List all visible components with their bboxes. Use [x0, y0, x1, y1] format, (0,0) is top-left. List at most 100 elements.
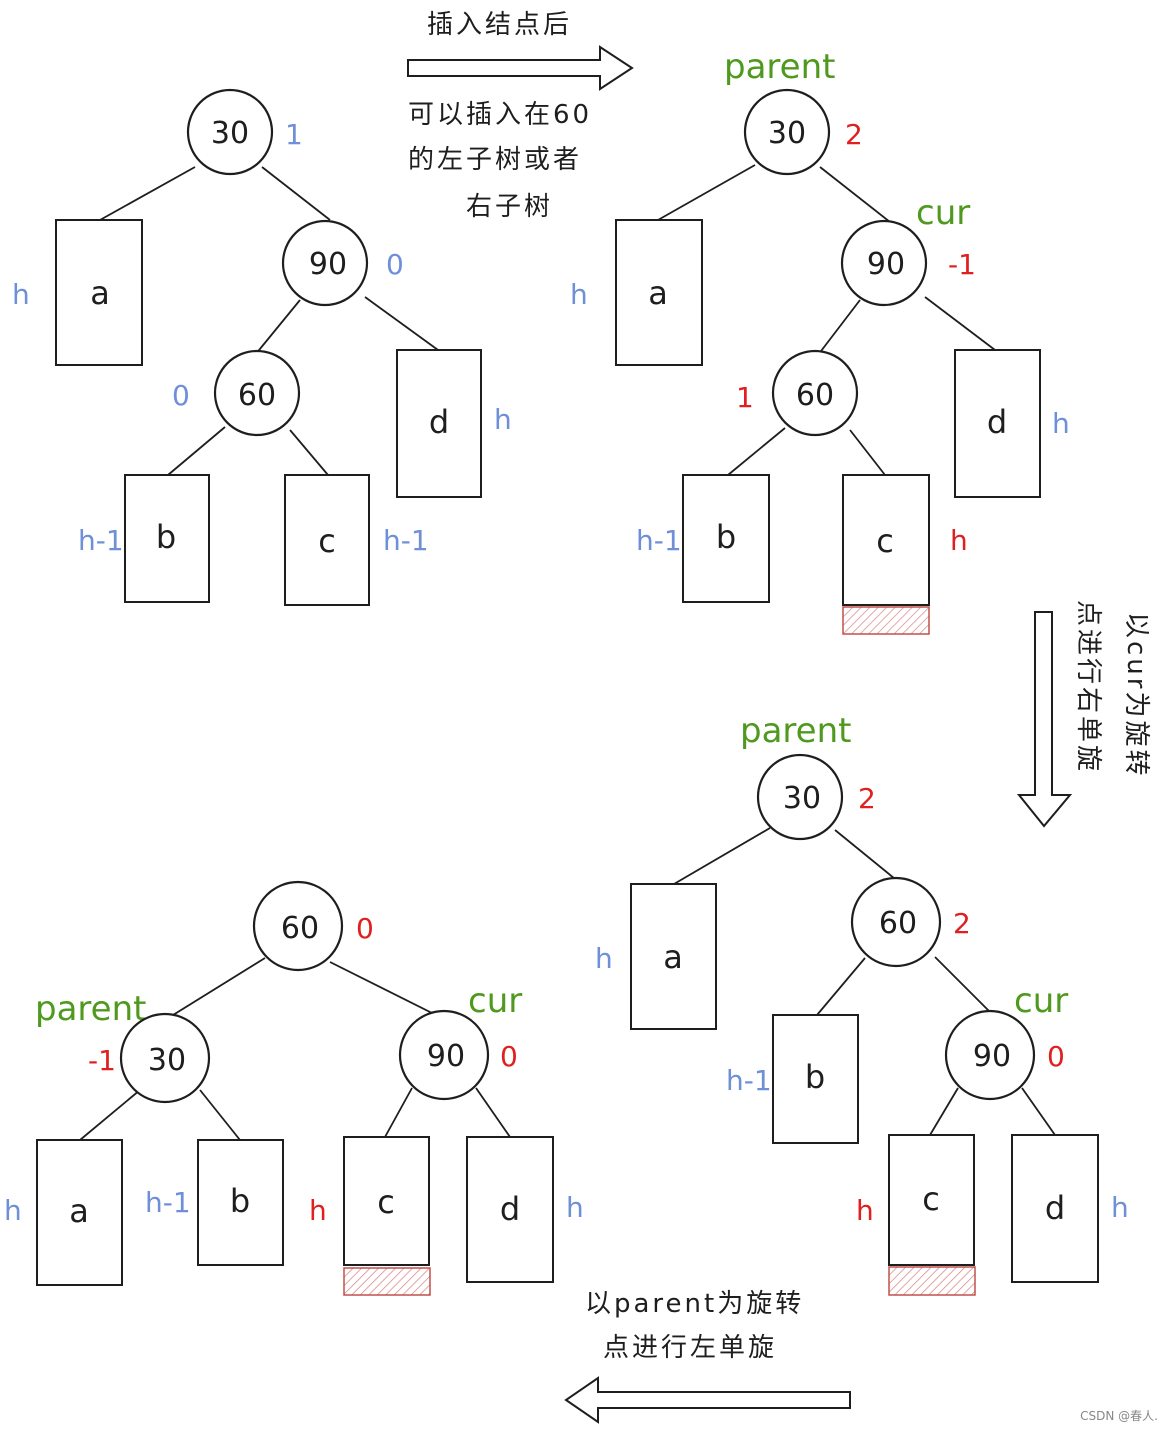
balance-factor: 2 — [845, 118, 863, 151]
height-label: h — [494, 403, 512, 436]
top-arrow-desc: 可以插入在60 — [408, 100, 592, 130]
subtree-label: c — [922, 1180, 940, 1218]
inserted-node-highlight — [842, 606, 930, 635]
balance-factor: 0 — [500, 1040, 518, 1073]
right-arrow-icon — [407, 45, 634, 91]
balance-factor: 1 — [736, 381, 754, 414]
height-label: h-1 — [383, 524, 429, 557]
height-label: h — [309, 1194, 327, 1227]
node-value: 60 — [238, 378, 276, 413]
top-arrow-desc: 的左子树或者 — [408, 145, 582, 175]
height-label: h — [4, 1194, 22, 1227]
height-label: h — [856, 1194, 874, 1227]
subtree-box — [954, 349, 1041, 498]
cur-role-label: cur — [916, 193, 970, 233]
subtree-label: b — [716, 518, 736, 556]
tree-node — [944, 1009, 1036, 1101]
balance-factor: -1 — [88, 1044, 116, 1077]
panel-2-after-insert: parent cur 30 90 60 2 -1 1 a d b c h h h… — [570, 47, 1070, 635]
tree-node — [840, 219, 928, 307]
top-arrow-title: 插入结点后 — [427, 10, 572, 40]
node-value: 30 — [148, 1043, 186, 1078]
subtree-box — [197, 1139, 284, 1266]
node-value: 30 — [211, 116, 249, 151]
cur-role-label: cur — [468, 981, 522, 1021]
subtree-box — [343, 1136, 430, 1266]
balance-factor: 0 — [1047, 1040, 1065, 1073]
bottom-arrow-note: 以parent为旋转 — [585, 1289, 804, 1319]
right-transition: 以cur为旋转 点进行右单旋 — [1016, 600, 1151, 828]
subtree-label: b — [230, 1182, 250, 1220]
balance-factor: 0 — [356, 912, 374, 945]
subtree-label: b — [156, 518, 176, 556]
panel-3-after-right-rotation: parent cur 30 60 90 2 2 0 a b c d h h-1 … — [595, 711, 1129, 1296]
tree-node — [756, 753, 844, 841]
subtree-label: a — [90, 274, 110, 312]
subtree-box — [772, 1014, 859, 1144]
balance-factor: 0 — [386, 248, 404, 281]
height-label: h — [1052, 407, 1070, 440]
node-value: 60 — [796, 378, 834, 413]
cur-role-label: cur — [1014, 981, 1068, 1021]
height-label: h — [570, 278, 588, 311]
height-label: h — [950, 524, 968, 557]
inserted-node-highlight — [343, 1267, 431, 1296]
down-arrow-icon — [1016, 611, 1073, 828]
parent-role-label: parent — [740, 711, 851, 751]
subtree-box — [36, 1139, 123, 1286]
subtree-box — [396, 349, 482, 498]
height-label: h-1 — [726, 1064, 772, 1097]
height-label: h — [595, 942, 613, 975]
subtree-box — [1011, 1134, 1099, 1283]
tree-node — [398, 1009, 490, 1101]
subtree-box — [284, 474, 370, 606]
height-label: h — [566, 1191, 584, 1224]
subtree-label: b — [805, 1058, 825, 1096]
inserted-node-highlight — [888, 1266, 976, 1296]
parent-role-label: parent — [35, 989, 146, 1029]
balance-factor: -1 — [948, 248, 976, 281]
bottom-transition: 以parent为旋转 点进行左单旋 — [564, 1289, 851, 1424]
subtree-label: c — [876, 522, 894, 560]
subtree-label: d — [429, 403, 449, 441]
subtree-box — [615, 219, 703, 366]
node-value: 60 — [879, 906, 917, 941]
node-value: 60 — [281, 911, 319, 946]
watermark: CSDN @春人. — [1080, 1409, 1158, 1423]
right-arrow-note: 点进行右单旋 — [1073, 600, 1103, 774]
tree-node — [119, 1012, 211, 1104]
subtree-box — [842, 474, 930, 606]
node-value: 90 — [309, 247, 347, 282]
left-arrow-icon — [564, 1376, 851, 1424]
tree-node — [213, 349, 301, 437]
node-value: 30 — [783, 781, 821, 816]
subtree-label: c — [318, 522, 336, 560]
balance-factor: 2 — [858, 782, 876, 815]
subtree-label: c — [377, 1183, 395, 1221]
tree-node — [743, 88, 831, 176]
subtree-box — [55, 219, 143, 366]
node-value: 90 — [973, 1039, 1011, 1074]
node-value: 30 — [768, 116, 806, 151]
node-value: 90 — [867, 247, 905, 282]
height-label: h-1 — [145, 1186, 191, 1219]
height-label: h — [12, 278, 30, 311]
subtree-box — [466, 1136, 554, 1283]
balance-factor: 0 — [172, 379, 190, 412]
tree-node — [186, 88, 274, 176]
tree-node — [850, 876, 942, 968]
height-label: h-1 — [78, 524, 124, 557]
node-value: 90 — [427, 1039, 465, 1074]
tree-node — [252, 880, 344, 972]
subtree-box — [682, 474, 770, 603]
parent-role-label: parent — [724, 47, 835, 87]
subtree-label: a — [69, 1192, 89, 1230]
subtree-box — [888, 1134, 975, 1266]
tree-node — [771, 349, 859, 437]
subtree-label: d — [500, 1190, 520, 1228]
subtree-label: a — [648, 274, 668, 312]
subtree-label: d — [1045, 1189, 1065, 1227]
right-arrow-note: 以cur为旋转 — [1121, 612, 1151, 778]
height-label: h — [1111, 1191, 1129, 1224]
subtree-label: a — [663, 938, 683, 976]
